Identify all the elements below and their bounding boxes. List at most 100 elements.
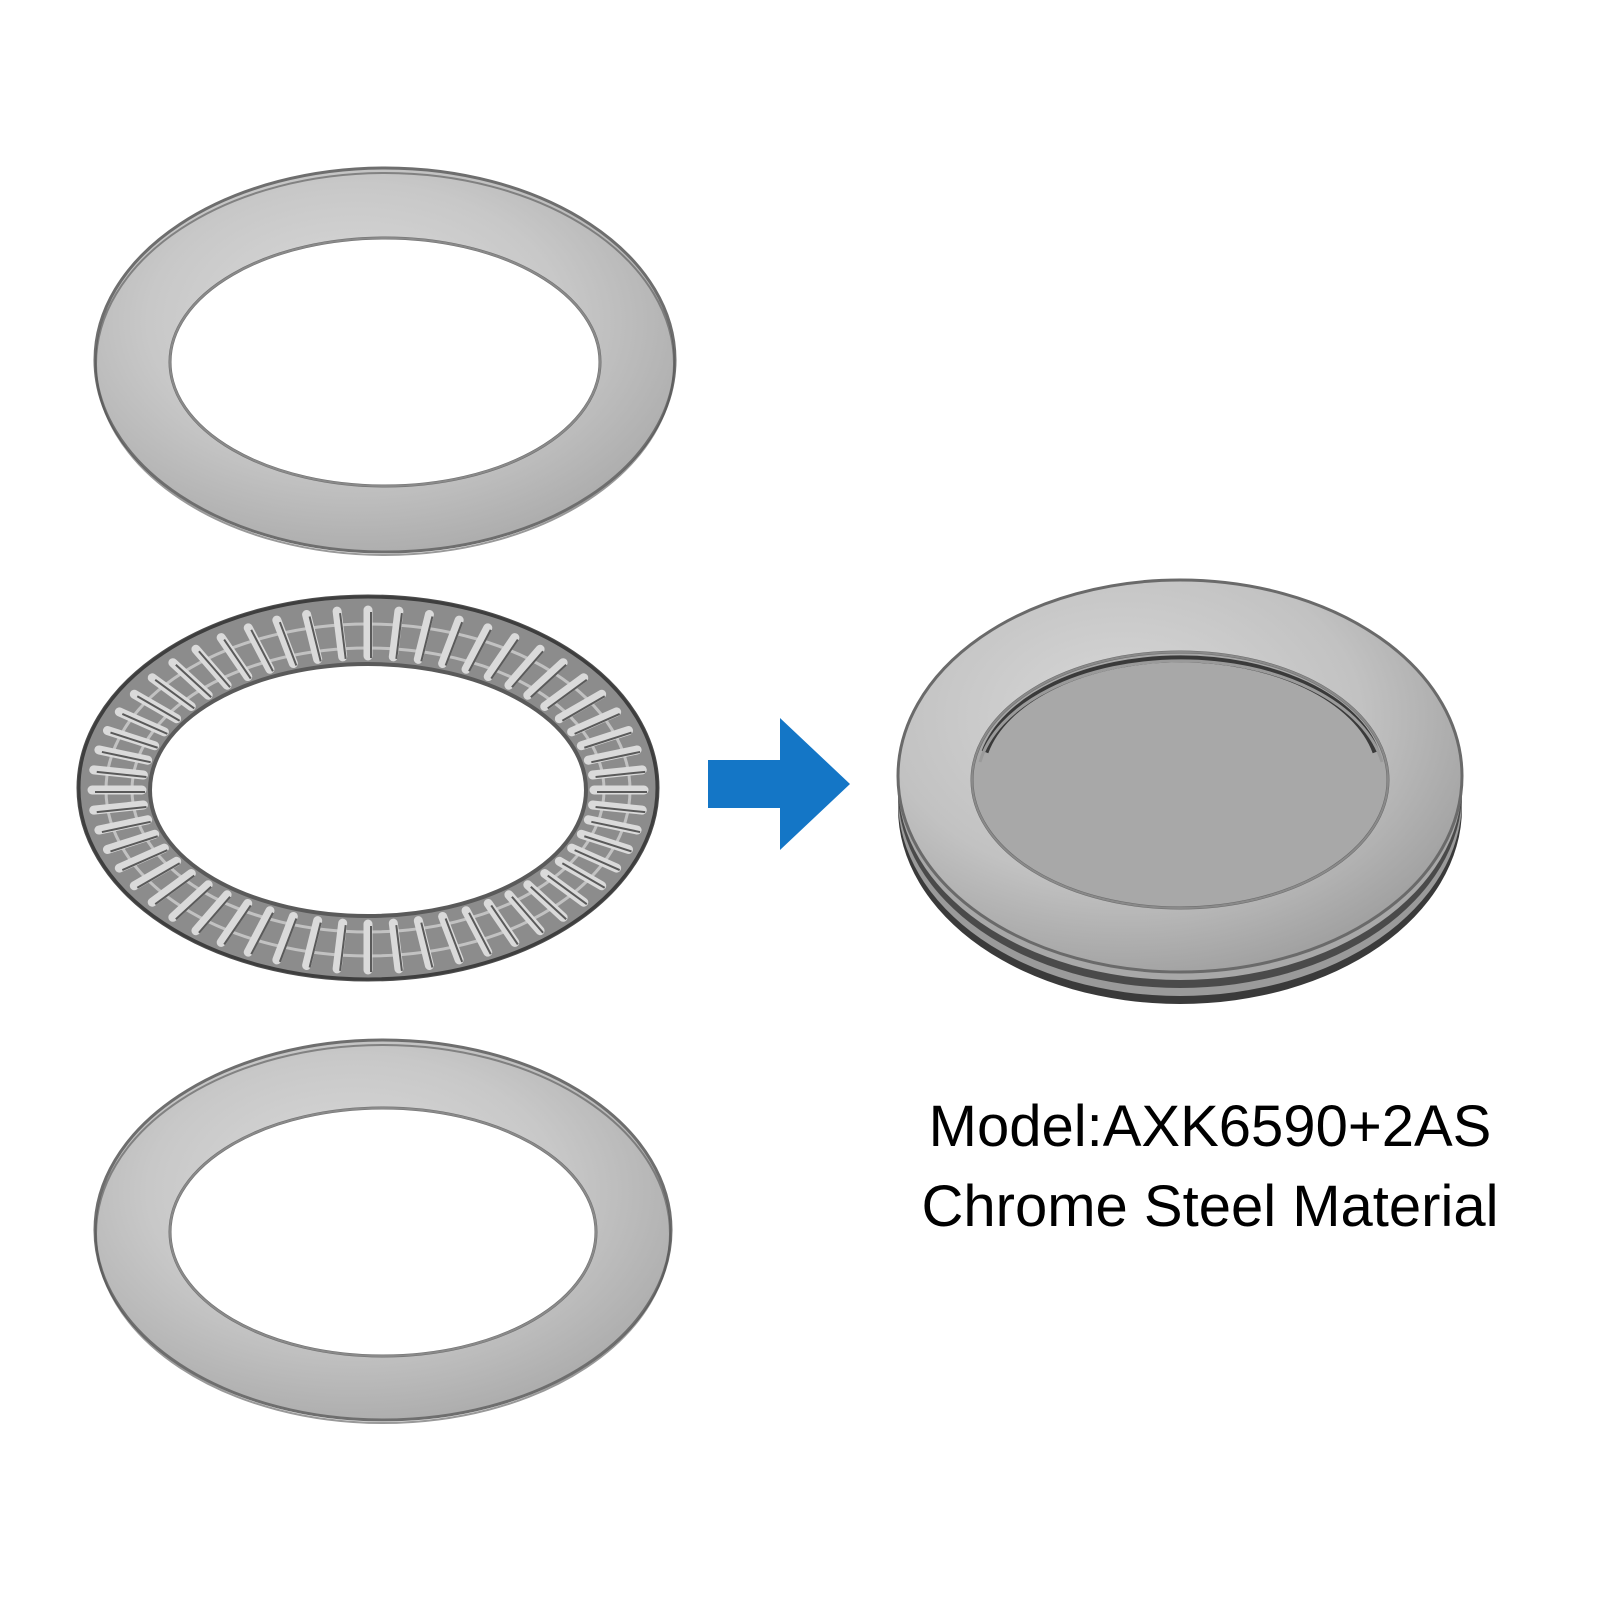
- needle-roller-shade: [223, 639, 252, 680]
- needle-roller-shade: [101, 750, 151, 764]
- needle-roller-shade: [591, 750, 641, 764]
- needle-roller: [114, 843, 169, 873]
- needle-roller-shade: [444, 621, 464, 666]
- needle-roller-shade: [198, 650, 231, 688]
- needle-roller: [588, 765, 647, 780]
- needle-roller-shade: [530, 886, 567, 921]
- needle-roller: [168, 880, 213, 922]
- needle-roller: [413, 916, 434, 970]
- needle-roller-shade: [175, 886, 212, 921]
- needle-roller: [540, 673, 589, 711]
- material-label: Chrome Steel Material: [921, 1174, 1499, 1239]
- needle-roller-shade: [468, 629, 492, 672]
- needle-roller-shade: [339, 925, 347, 971]
- bottom-washer: [93, 1038, 673, 1424]
- needle-roller-shade: [250, 629, 274, 672]
- needle-roller-shade: [339, 613, 347, 659]
- needle-roller-shade: [561, 695, 606, 722]
- needle-roller: [243, 623, 275, 674]
- right-arrow-icon: [708, 718, 850, 850]
- needle-roller-shade: [110, 731, 158, 749]
- needle-roller-shade: [547, 678, 588, 710]
- needle-roller: [554, 689, 607, 724]
- needle-roller: [89, 800, 148, 815]
- needle-roller: [89, 765, 148, 780]
- needle-roller-shade: [308, 922, 322, 968]
- needle-roller-shade: [395, 925, 403, 971]
- needle-roller-shade: [136, 862, 181, 889]
- needle-roller: [332, 606, 348, 662]
- needle-roller: [332, 918, 348, 974]
- needle-roller: [216, 898, 253, 947]
- needle-roller: [583, 815, 642, 835]
- needle-roller: [523, 658, 568, 700]
- needle-roller: [504, 644, 545, 690]
- needle-roller-shade: [278, 918, 298, 963]
- needle-roller-shade: [511, 896, 544, 934]
- needle-roller: [483, 633, 520, 682]
- needle-roller: [438, 615, 464, 669]
- needle-roller: [388, 606, 404, 662]
- needle-roller-shade: [250, 912, 274, 955]
- needle-roller-shade: [198, 896, 231, 934]
- needle-roller: [147, 869, 196, 907]
- needle-roller: [583, 745, 642, 765]
- needle-roller-shade: [490, 904, 519, 945]
- needle-roller-shade: [154, 678, 195, 710]
- needle-roller: [461, 623, 493, 674]
- needle-roller-cage: [76, 594, 660, 982]
- needle-roller: [413, 610, 434, 664]
- needle-roller: [129, 856, 182, 891]
- needle-roller-shade: [96, 770, 147, 778]
- needle-roller: [94, 745, 153, 765]
- needle-roller: [191, 890, 232, 936]
- needle-roller-shade: [278, 621, 298, 666]
- needle-roller-shade: [101, 820, 151, 834]
- needle-roller-shade: [584, 731, 632, 749]
- needle-roller: [302, 916, 323, 970]
- needle-roller-shade: [420, 616, 434, 662]
- needle-roller-shade: [511, 650, 544, 688]
- needle-roller-shade: [175, 663, 212, 698]
- needle-roller-shade: [121, 849, 168, 872]
- needle-roller: [576, 726, 634, 751]
- needle-roller-shade: [395, 613, 403, 659]
- needle-roller-shade: [595, 770, 646, 778]
- needle-roller-shade: [591, 820, 641, 834]
- needle-roller-shade: [308, 616, 322, 662]
- needle-roller: [567, 707, 622, 737]
- needle-roller: [388, 918, 404, 974]
- needle-roller-shade: [530, 663, 567, 698]
- needle-roller: [272, 911, 298, 965]
- needle-roller: [216, 633, 253, 682]
- needle-roller-shade: [121, 712, 168, 735]
- needle-roller-shade: [154, 874, 195, 906]
- needle-roller-shade: [468, 912, 492, 955]
- assembled-bearing: [896, 578, 1464, 1004]
- needle-roller-shade: [561, 862, 606, 889]
- needle-roller-shade: [420, 922, 434, 968]
- needle-roller-shade: [490, 639, 519, 680]
- needle-rollers: [87, 605, 649, 975]
- model-label: Model:AXK6590+2AS: [928, 1094, 1492, 1159]
- needle-roller: [272, 615, 298, 669]
- needle-roller: [243, 906, 275, 957]
- top-washer: [93, 166, 677, 556]
- needle-roller-shade: [574, 712, 621, 735]
- needle-roller-shade: [444, 918, 464, 963]
- needle-roller: [483, 898, 520, 947]
- needle-roller-shade: [595, 806, 646, 814]
- needle-roller: [94, 815, 153, 835]
- needle-roller-shade: [574, 849, 621, 872]
- needle-roller-shade: [110, 835, 158, 853]
- needle-roller-shade: [136, 695, 181, 722]
- needle-roller: [102, 829, 160, 854]
- needle-roller: [302, 610, 323, 664]
- needle-roller-shade: [96, 806, 147, 814]
- needle-roller: [588, 800, 647, 815]
- needle-roller-shade: [547, 874, 588, 906]
- needle-roller: [438, 911, 464, 965]
- needle-roller-shade: [584, 835, 632, 853]
- needle-roller: [461, 906, 493, 957]
